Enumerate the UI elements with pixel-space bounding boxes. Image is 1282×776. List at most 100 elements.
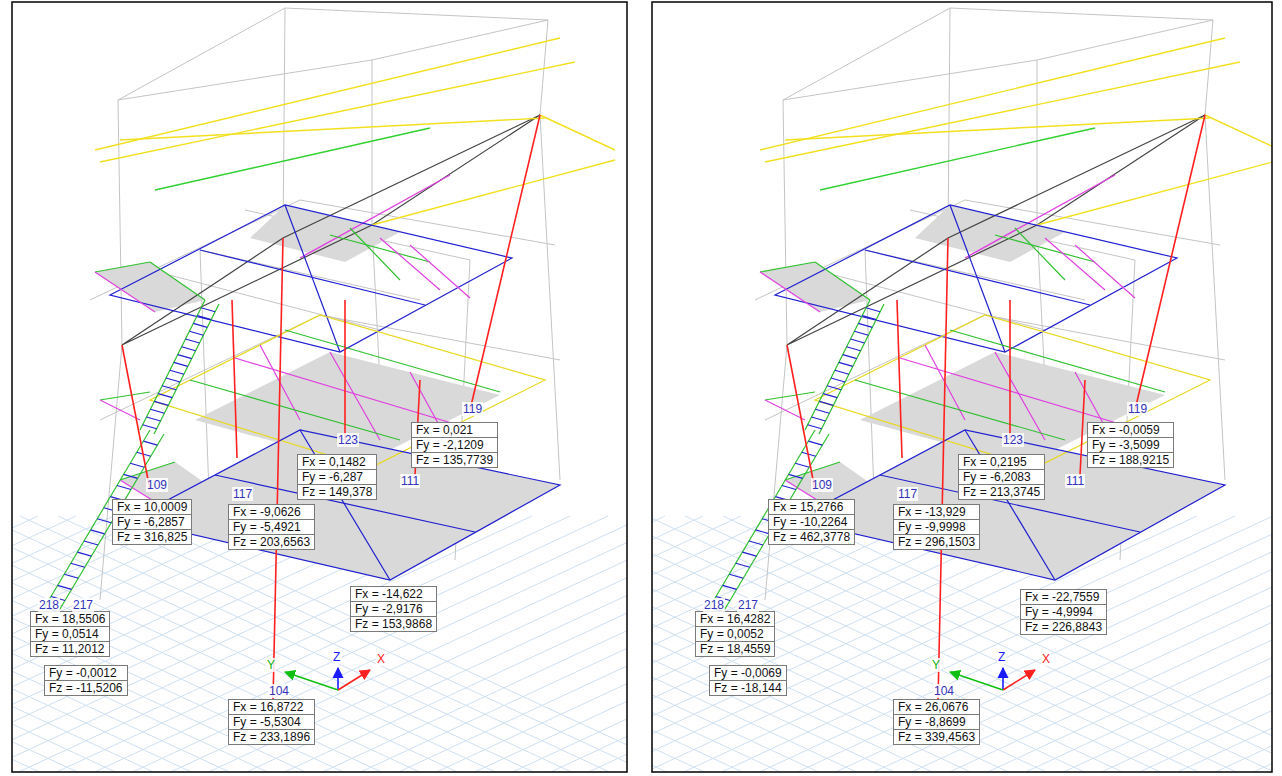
stair-tread (808, 425, 822, 429)
floor-slab (915, 205, 1065, 262)
reaction-value: Fx = 0,021 (411, 422, 498, 438)
stair-tread (782, 486, 796, 490)
ground-grid (618, 516, 627, 772)
reaction-value: Fz = -18,144 (709, 680, 787, 696)
reaction-value: Fx = 26,0676 (893, 699, 980, 715)
reaction-value: Fz = 149,378 (297, 484, 377, 500)
floor-beam (150, 262, 205, 300)
stair-tread (147, 417, 161, 421)
stair-tread (130, 463, 144, 467)
grid-line (118, 100, 122, 345)
stair-tread (178, 355, 192, 359)
reaction-value: Fy = -9,9998 (893, 519, 980, 535)
roof-beam (372, 160, 615, 225)
reaction-value: Fx = 18,5506 (30, 611, 110, 627)
reaction-value: Fx = 0,2195 (958, 454, 1045, 470)
floor-frame (150, 315, 545, 468)
grid-line (783, 8, 950, 100)
stair-tread (823, 394, 837, 398)
stair-tread (166, 378, 180, 382)
stair-tread (58, 585, 72, 589)
reaction-value: Fx = 16,4282 (695, 611, 775, 627)
stair-tread (143, 425, 157, 429)
joint-number: 109 (811, 478, 833, 492)
reaction-value: Fy = -10,2264 (768, 514, 855, 530)
stair-tread (815, 409, 829, 413)
floor-beam (760, 272, 820, 312)
reaction-value: Fy = -6,287 (297, 469, 377, 485)
joint-number: 104 (933, 684, 955, 698)
ground-grid (652, 516, 865, 772)
axis-label: Z (332, 650, 341, 664)
grid-line (118, 8, 285, 100)
stair-tread (847, 347, 861, 351)
stair-tread (862, 316, 876, 320)
reaction-value: Fz = 339,4563 (893, 729, 980, 745)
stair-tread (831, 378, 845, 382)
roof-beam (765, 62, 1240, 162)
stair-tread (193, 323, 207, 327)
stair-tread (808, 441, 822, 445)
stair-tread (835, 370, 849, 374)
grid-line (1205, 115, 1225, 480)
joint-number: 117 (232, 487, 253, 501)
reaction-box: Fx = -13,929Fy = -9,9998Fz = 296,1503 (893, 505, 980, 550)
reaction-value: Fx = -14,622 (350, 586, 437, 602)
roof-beam (155, 128, 430, 190)
stair-tread (77, 552, 91, 556)
stair-tread (91, 530, 105, 534)
stair-tread (150, 409, 164, 413)
joint-number: 111 (400, 474, 420, 488)
ground-grid (652, 516, 855, 772)
axis-arrow (1002, 668, 1004, 690)
reaction-value: Fz = 213,3745 (958, 484, 1045, 500)
grid-line (320, 315, 560, 360)
reaction-value: Fz = -11,5206 (44, 680, 128, 696)
stair-tread (162, 386, 176, 390)
grid-line (372, 20, 548, 60)
reaction-value: Fx = 0,1482 (297, 454, 377, 470)
ground-grid (12, 516, 228, 772)
reaction-value: Fx = 10,0009 (112, 499, 192, 515)
grid-line (783, 100, 787, 345)
stair-tread (170, 370, 184, 374)
column (1080, 380, 1085, 475)
stair-tread (819, 401, 833, 405)
stair-tread (866, 308, 880, 312)
floor-beam (765, 392, 815, 400)
stair-tread (723, 585, 737, 589)
column (938, 238, 948, 702)
roof-beam (785, 118, 1210, 140)
roof-frame (787, 115, 1205, 345)
reaction-value: Fy = -3,5099 (1087, 437, 1174, 453)
joint-number: 119 (462, 402, 483, 416)
stair-tread (795, 463, 809, 467)
roof-frame (122, 115, 540, 345)
roof-beam (1205, 115, 1272, 150)
joint-number: 217 (72, 598, 94, 612)
ground-grid (542, 516, 627, 772)
structure-view (652, 8, 1272, 772)
stair-tread (186, 339, 200, 343)
reaction-value: Fz = 203,6563 (228, 534, 315, 550)
joint-number: 104 (268, 684, 290, 698)
roof-beam (100, 62, 575, 162)
roof-beam (95, 38, 560, 150)
reaction-value: Fy = -5,5304 (228, 714, 315, 730)
joint-number: 123 (1002, 433, 1024, 447)
stair-stringer (140, 300, 205, 430)
reaction-value: Fy = -5,4921 (228, 519, 315, 535)
column (232, 300, 237, 458)
axis-label: Y (266, 658, 276, 672)
reaction-box: Fx = 26,0676Fy = -8,8699Fz = 339,4563 (893, 700, 980, 745)
stair-tread (736, 563, 750, 567)
stair-tread (839, 362, 853, 366)
reaction-box: Fx = 16,8722Fy = -5,5304Fz = 233,1896 (228, 700, 315, 745)
floor-beam (95, 272, 155, 312)
floor-frame (775, 205, 1177, 352)
reaction-value: Fx = -0,0059 (1087, 422, 1174, 438)
reaction-value: Fy = 0,0514 (30, 626, 110, 642)
ground-grid (1207, 516, 1272, 772)
